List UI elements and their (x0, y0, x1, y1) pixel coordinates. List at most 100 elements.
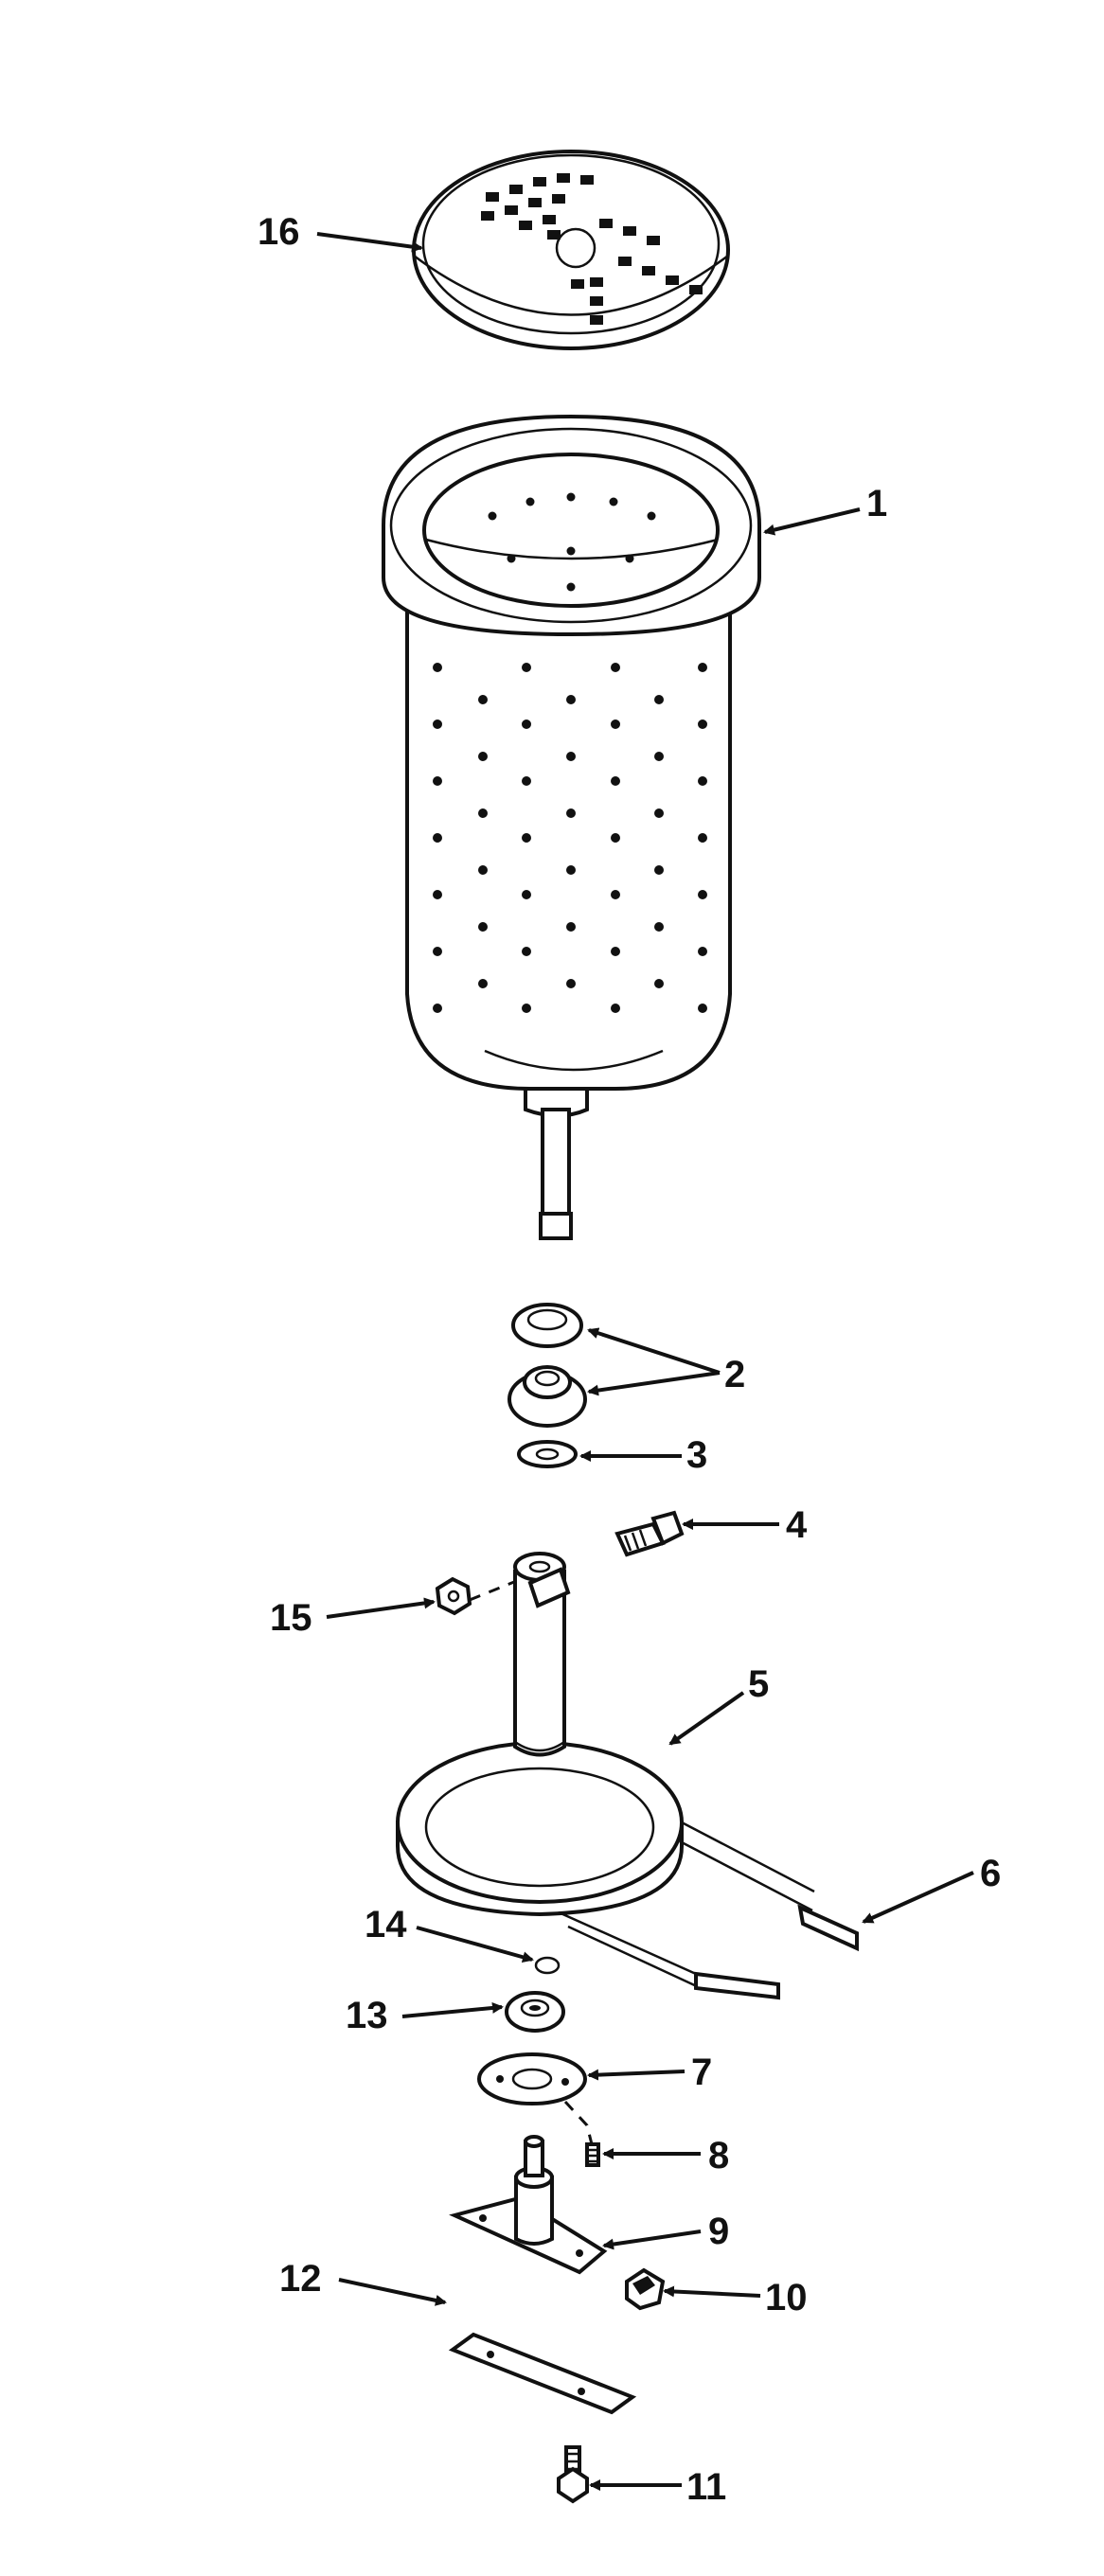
lid-slot (590, 277, 603, 287)
perforation-dot (654, 695, 664, 704)
perforation-dot (698, 663, 707, 672)
perforation-dot (522, 947, 531, 956)
callout-5: 5 (748, 1663, 769, 1705)
perforation-dot (611, 720, 620, 729)
lid-slot (623, 226, 636, 236)
lid-slot (547, 230, 561, 240)
leader-6 (862, 1871, 974, 1924)
perforation-dot (566, 808, 576, 818)
washer-part (517, 1440, 578, 1468)
lid-slot (509, 185, 523, 194)
lid-slot (528, 198, 542, 207)
perforation-dot (611, 890, 620, 899)
callout-2: 2 (724, 1354, 745, 1395)
lid-slot (642, 266, 655, 275)
lid-slot (666, 275, 679, 285)
mounting-plate-part (448, 2332, 637, 2415)
hex-bolt-part (557, 2445, 589, 2504)
pulley-part (396, 1552, 684, 1917)
bolt-part (614, 1510, 685, 1557)
perforation-dot (433, 720, 442, 729)
perforation-dot (566, 922, 576, 932)
perforation-dot (698, 1004, 707, 1013)
perforation-dot (507, 554, 516, 563)
perforation-dot (654, 922, 664, 932)
lid-slot (599, 219, 613, 228)
callout-13: 13 (346, 1995, 388, 2036)
perforation-dot (698, 720, 707, 729)
perforation-dot (433, 890, 442, 899)
leader-lines (316, 232, 974, 2491)
belt-part (558, 1821, 859, 2000)
clip-nut-part (625, 2267, 666, 2311)
perforation-dot (433, 833, 442, 843)
perforation-dot (566, 695, 576, 704)
lid-slot (557, 173, 570, 183)
lid-slot (647, 236, 660, 245)
perforation-dot (611, 776, 620, 786)
lid-slot (481, 211, 494, 221)
perforation-dot (698, 776, 707, 786)
lid-slot (580, 175, 594, 185)
perforation-dot (478, 922, 488, 932)
leader-7 (587, 2069, 686, 2081)
perforation-dot (654, 808, 664, 818)
lid-slot (552, 194, 565, 204)
leader-10 (663, 2285, 761, 2298)
leader-9 (602, 2230, 702, 2250)
perforation-dot (609, 497, 618, 506)
callout-1: 1 (866, 483, 887, 524)
leader-15 (326, 1597, 436, 1619)
basket-part (382, 414, 761, 1240)
callout-11: 11 (686, 2466, 726, 2508)
flange-plate-part (477, 2052, 587, 2105)
perforation-dot (522, 776, 531, 786)
perforation-dot (698, 833, 707, 843)
lid-slot (590, 315, 603, 325)
perforation-dot (522, 720, 531, 729)
perforation-dot (522, 663, 531, 672)
callout-15: 15 (270, 1597, 312, 1639)
callout-8: 8 (708, 2135, 729, 2176)
perforation-dot (478, 979, 488, 988)
callout-12: 12 (279, 2258, 322, 2300)
leader-16 (316, 232, 423, 253)
perforation-dot (566, 546, 576, 556)
lid-slot (533, 177, 546, 187)
perforation-dot (611, 833, 620, 843)
perforation-dot (647, 511, 656, 521)
perforation-dot (488, 511, 497, 521)
perforation-dot (478, 752, 488, 761)
bushing-pair-part (507, 1303, 587, 1428)
lid-slot (571, 279, 584, 289)
callout-3: 3 (686, 1434, 707, 1476)
callout-7: 7 (691, 2052, 712, 2093)
perforation-dot (625, 554, 634, 563)
lid-slot (618, 257, 632, 266)
lid-slot (505, 205, 518, 215)
leader-13 (401, 2001, 504, 2018)
callout-6: 6 (980, 1853, 1001, 1894)
perforation-dot (478, 865, 488, 875)
perforation-dot (433, 663, 442, 672)
leader-14 (416, 1926, 534, 1963)
lid-slot (590, 296, 603, 306)
nut-part (435, 1576, 472, 1616)
perforation-dot (478, 808, 488, 818)
leader-12 (338, 2278, 447, 2306)
perforation-dot (698, 890, 707, 899)
perforation-dot (611, 663, 620, 672)
callout-labels: 16 1 2 3 4 15 5 6 14 13 7 8 9 10 12 11 (258, 211, 1001, 2508)
callout-9: 9 (708, 2211, 729, 2252)
callout-4: 4 (786, 1504, 808, 1546)
perforation-dot (654, 979, 664, 988)
bearing-part (505, 1991, 565, 2033)
callout-16: 16 (258, 211, 300, 253)
leader-2a (587, 1327, 721, 1375)
bracket-part (449, 2135, 608, 2275)
perforation-dot (566, 492, 576, 502)
perforation-dot (698, 947, 707, 956)
snap-ring-part (534, 1956, 561, 1975)
perforation-dot (566, 582, 576, 592)
